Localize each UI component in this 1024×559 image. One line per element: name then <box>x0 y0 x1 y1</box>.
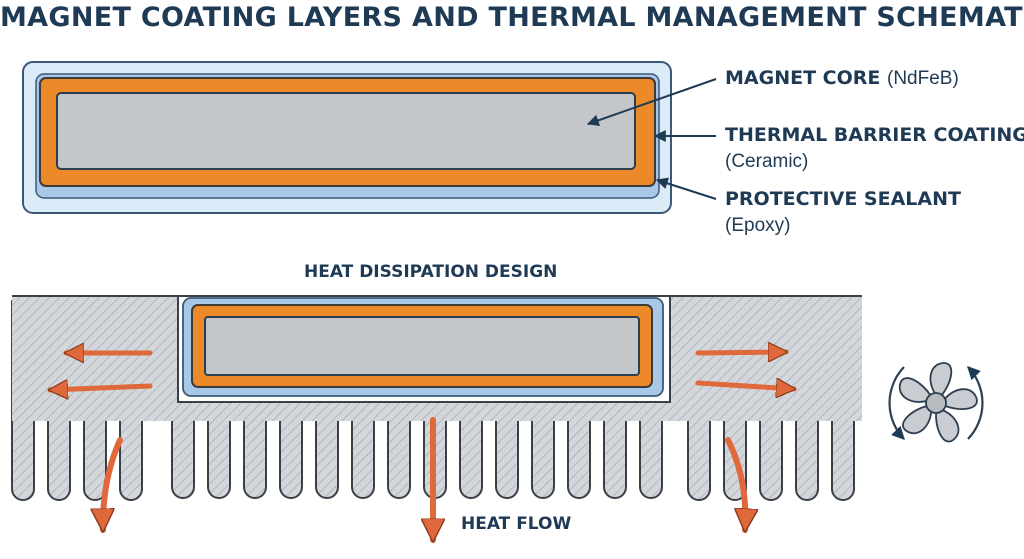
heat-sink-fin <box>567 410 591 499</box>
barrier-material: (Ceramic) <box>725 151 809 172</box>
sealant-label: PROTECTIVE SEALANT <box>725 188 961 210</box>
heat-sink-fin <box>315 410 339 499</box>
heat-arrow <box>695 352 789 353</box>
heat-sink-fin <box>495 410 519 499</box>
heat-sink-fin <box>603 410 627 499</box>
heat-arrow <box>695 383 794 389</box>
heat-arrow <box>103 437 123 533</box>
heat-sink-fin <box>459 410 483 499</box>
heat-arrow <box>725 437 745 530</box>
embedded-core <box>204 316 640 376</box>
heat-sink-fin <box>387 410 411 499</box>
heat-arrows-right <box>695 352 794 389</box>
fan-icon <box>888 362 984 443</box>
heat-sink-fin <box>207 410 231 499</box>
heat-flow-label: HEAT FLOW <box>461 514 572 534</box>
magnet-cross-section <box>22 61 672 214</box>
page-title: MAGNET COATING LAYERS AND THERMAL MANAGE… <box>0 2 1024 33</box>
heat-arrows-left <box>47 353 153 390</box>
heat-arrow <box>47 386 153 390</box>
embedded-magnet <box>182 297 664 397</box>
heat-section-title: HEAT DISSIPATION DESIGN <box>304 262 558 282</box>
heat-sink-fin <box>531 410 555 499</box>
core-leader-line <box>586 78 717 127</box>
magnet-core <box>56 92 636 170</box>
heat-arrows-down <box>103 417 745 543</box>
core-label: MAGNET CORE (NdFeB) <box>725 67 959 89</box>
sealant-leader-line <box>655 177 717 200</box>
heat-sink-fin <box>279 410 303 499</box>
heat-sink-fin <box>243 410 267 499</box>
barrier-label: THERMAL BARRIER COATING <box>725 124 1024 146</box>
heat-sink-fin <box>639 410 663 499</box>
heat-sink-fin <box>171 410 195 499</box>
heat-sink-fin <box>351 410 375 499</box>
sealant-material: (Epoxy) <box>725 215 791 236</box>
